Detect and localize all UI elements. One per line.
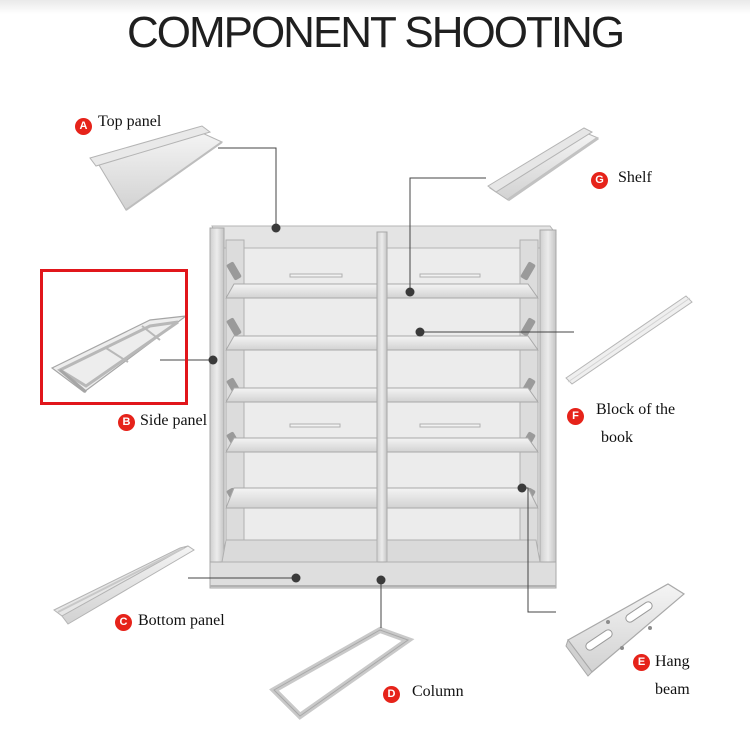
leader-dots: [208, 223, 527, 585]
badge-b: B: [118, 414, 135, 431]
center-column: [376, 231, 388, 585]
label-side-panel: Side panel: [140, 412, 208, 429]
column-illustration: [269, 626, 415, 720]
label-top-panel: Top panel: [98, 113, 162, 130]
badge-c: C: [115, 614, 132, 631]
bookshelf-illustration: [209, 225, 557, 589]
badge-e: E: [633, 654, 650, 671]
label-bottom-panel: Bottom panel: [138, 612, 225, 629]
label-hang-beam-line2: beam: [655, 681, 690, 698]
bottom-panel-illustration: [53, 545, 195, 625]
page-title: COMPONENT SHOOTING: [126, 8, 625, 57]
shelf-illustration: [487, 127, 600, 202]
book-block-illustration: [565, 295, 693, 385]
top-shadow: [0, 0, 750, 14]
badge-d: D: [383, 686, 400, 703]
left-post: [209, 227, 225, 589]
hang-beam-illustration: [565, 583, 686, 677]
label-column: Column: [412, 683, 464, 700]
label-shelf: Shelf: [618, 169, 652, 186]
label-hang-beam-line1: Hang: [655, 653, 690, 670]
label-book-block-line2: book: [601, 429, 633, 446]
side-panel-highlight-box: [40, 269, 188, 405]
label-book-block-line1: Block of the: [596, 401, 676, 418]
shelf-bottom: [209, 561, 557, 589]
badge-g: G: [591, 172, 608, 189]
right-post: [539, 229, 557, 587]
badge-f: F: [567, 408, 584, 425]
badge-a: A: [75, 118, 92, 135]
top-panel-illustration: [89, 125, 223, 211]
